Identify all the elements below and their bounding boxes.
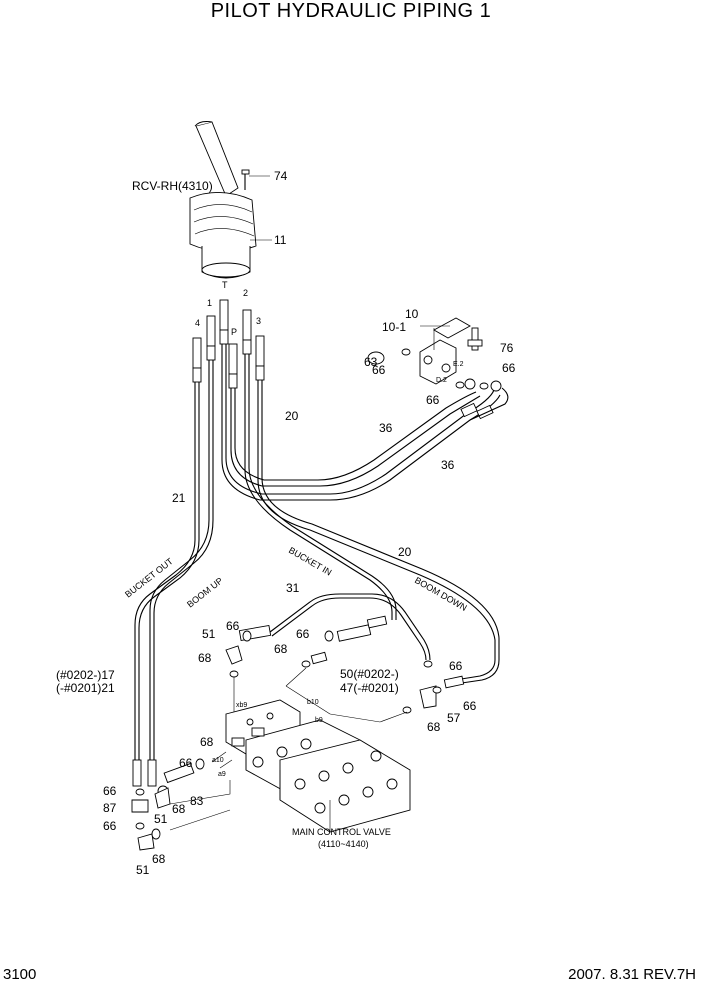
label-66-b: 66 xyxy=(502,361,516,375)
label-b9: b9 xyxy=(315,717,323,724)
label-boom-up: BOOM UP xyxy=(185,576,225,610)
label-66-f: 66 xyxy=(449,659,463,673)
label-mcv-code: (4110~4140) xyxy=(318,839,369,849)
label-20-a: 20 xyxy=(285,409,299,423)
label-17: (#0202-)17 xyxy=(56,668,115,682)
label-xb9: xb9 xyxy=(236,702,247,709)
label-d2: D.2 xyxy=(436,377,447,384)
label-port-4: 4 xyxy=(195,318,200,328)
fittings xyxy=(131,645,465,851)
main-control-valve xyxy=(225,699,411,833)
label-68-a: 68 xyxy=(198,651,212,665)
label-47: 47(-#0201) xyxy=(340,681,399,695)
label-68-e: 68 xyxy=(172,802,186,816)
page-title: PILOT HYDRAULIC PIPING 1 xyxy=(210,0,492,22)
leader-lines xyxy=(169,667,408,831)
label-e2: E.2 xyxy=(453,361,464,368)
label-rcv: RCV-RH(4310) xyxy=(132,179,213,193)
label-port-2: 2 xyxy=(243,288,248,298)
label-11: 11 xyxy=(274,233,287,247)
label-68-d: 68 xyxy=(200,735,214,749)
label-36-b: 36 xyxy=(441,458,455,472)
label-10: 10 xyxy=(405,307,419,321)
label-51-c: 51 xyxy=(136,863,150,877)
label-port-3: 3 xyxy=(256,316,261,326)
label-68-b: 68 xyxy=(274,642,288,656)
label-21-b: (-#0201)21 xyxy=(56,681,115,695)
shuttle-valve-block xyxy=(367,317,509,421)
label-66-g: 66 xyxy=(463,699,477,713)
label-port-p: P xyxy=(231,327,237,337)
label-66-i: 66 xyxy=(103,784,117,798)
label-66-e: 66 xyxy=(296,627,310,641)
label-21: 21 xyxy=(172,491,186,505)
label-66-a: 66 xyxy=(372,363,386,377)
label-50: 50(#0202-) xyxy=(340,667,399,681)
label-63: 63 xyxy=(364,355,378,369)
label-bucket-in: BUCKET IN xyxy=(287,545,333,578)
label-20-b: 20 xyxy=(398,545,412,559)
label-10-1: 10-1 xyxy=(382,320,406,334)
label-83: 83 xyxy=(190,794,204,808)
label-36-a: 36 xyxy=(379,421,393,435)
label-66-j: 66 xyxy=(103,819,117,833)
hose-31 xyxy=(238,593,433,668)
label-31: 31 xyxy=(286,581,300,595)
label-68-f: 68 xyxy=(152,852,166,866)
page-number: 3100 xyxy=(3,966,37,983)
label-74: 74 xyxy=(274,169,288,183)
label-port-t: T xyxy=(222,280,228,290)
label-boom-down: BOOM DOWN xyxy=(413,575,469,613)
label-mcv-title: MAIN CONTROL VALVE xyxy=(292,827,391,837)
label-87: 87 xyxy=(103,801,117,815)
label-port-1: 1 xyxy=(207,298,212,308)
label-76: 76 xyxy=(500,341,514,355)
label-66-h: 66 xyxy=(179,756,193,770)
revision-date: 2007. 8.31 REV.7H xyxy=(568,966,696,983)
label-b10: b10 xyxy=(307,699,319,706)
remote-control-valve xyxy=(189,121,272,279)
label-a9: a9 xyxy=(218,771,226,778)
label-66-c: 66 xyxy=(426,393,440,407)
label-57: 57 xyxy=(447,711,461,725)
label-51-b: 51 xyxy=(154,812,168,826)
label-68-c: 68 xyxy=(427,720,441,734)
label-a10: a10 xyxy=(212,757,224,764)
label-51-a: 51 xyxy=(202,627,216,641)
label-66-d: 66 xyxy=(226,619,240,633)
